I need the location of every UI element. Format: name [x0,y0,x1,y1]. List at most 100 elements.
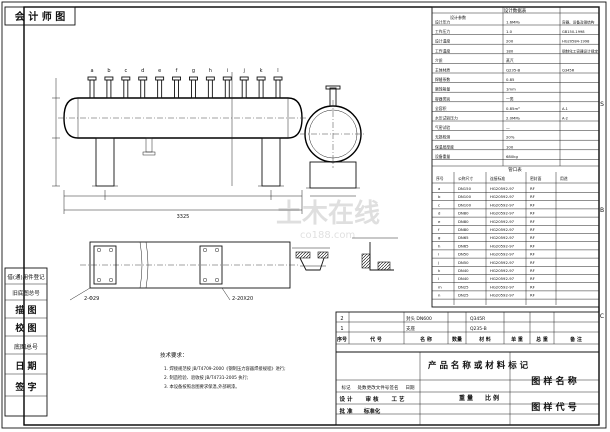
revision-label: 处数 [358,384,367,391]
nozzle-size: DN25 [458,284,469,289]
nozzle-face: RF [530,276,535,281]
nozzle-col-header: 公称尺寸 [458,176,473,181]
param-label: 气密试验 [435,125,450,130]
param-label: 焊缝系数 [435,77,450,82]
nozzle-col-header: 用途 [560,176,568,181]
param-spec: A-1 [562,107,568,111]
note-1: 1. 焊接规范按 JB/T4709-2000《钢制压力容器焊接规程》进行; [164,365,286,372]
nozzle-size: DN25 [458,293,469,298]
bom-row2-name: 封头 DN600 [406,315,432,322]
param-value: 1.6MPa [506,20,520,25]
nozzle-std: HG20592-97 [490,194,515,199]
nozzle-letter-a: a [90,68,93,74]
nozzle-std: HG20592-97 [490,260,515,265]
bom-row1-name: 支座 [406,325,415,332]
nozzle-size: DN50 [458,260,469,265]
param-spec: HG20584-1998 [562,40,590,44]
note-2: 2. 制造检验、验收按 JB/T4731-2005 执行; [164,374,248,381]
nozzle-face: RF [530,186,535,191]
nozzle-std: HG20592-97 [490,202,515,207]
nozzle-k: k [256,68,266,99]
nozzle-id: n [438,293,441,298]
signature-label: 设 计 [340,395,353,403]
nozzle-size: DN100 [458,194,472,199]
left-label-0: 借(通)用件登记 [7,273,45,281]
bom-header: 材 料 [479,336,491,343]
nozzle-b: b [104,68,114,99]
left-label-3: 校 图 [15,322,36,334]
param-value: 1.0 [506,29,513,34]
nozzle-size: DN40 [458,276,469,281]
scale-label: 比 例 [485,394,499,402]
nozzle-face: RF [530,268,535,273]
drawing-code-label: 图 样 代 号 [531,401,576,413]
param-label: 水压试验压力 [435,116,458,121]
nozzle-j: j [239,68,249,99]
dim-total: 3325 [177,214,190,220]
param-label: 设备重量 [435,154,450,159]
param-spec: GB150-1998 [562,30,585,34]
nozzle-std: HG20592-97 [490,243,515,248]
nozzle-std: HG20592-97 [490,186,515,191]
bom-header: 序号 [336,336,347,343]
param-label: 工作温度 [435,48,450,53]
nozzle-id: k [438,268,441,273]
nozzle-size: DN150 [458,186,472,191]
watermark: 土木在线 co188.com [276,199,380,241]
nozzle-id: i [438,252,439,257]
bom-row1-num: 1 [340,326,343,332]
param-value: 20% [506,135,515,140]
side-table-title: 设计数据表 [504,7,527,14]
nozzle-id: j [437,260,439,265]
left-label-5: 日 期 [15,360,36,372]
nozzle-letter-e: e [158,68,161,74]
nozzle-face: RF [530,194,535,199]
nozzle-std: HG20592-97 [490,293,515,298]
bom-header: 总 重 [536,336,548,343]
nozzle-e: e [155,68,165,99]
left-label-1: 旧底图总号 [12,289,40,297]
nozzle-id: m [438,284,442,289]
param-spec: A-2 [562,117,568,121]
nozzle-size: DN80 [458,211,469,216]
nozzle-i: i [222,68,232,99]
param-label: 全容积 [435,106,447,111]
revision-label: 更改文件号 [367,384,390,391]
param-value: 180 [506,48,514,53]
left-strip: 借(通)用件登记 旧底图总号 描 图 校 图 底图总号 日 期 签 字 [4,267,48,417]
param-value: 200 [506,39,514,44]
nozzle-letter-i: i [227,68,228,74]
side-view [300,85,366,197]
nozzle-size: DN40 [458,268,469,273]
bom-header: 备 注 [569,336,582,343]
nozzle-letter-j: j [242,68,244,74]
nozzle-col-header: 序号 [436,176,444,181]
note-3: 3. 本设备按照总图要求保温,外部刷漆。 [164,383,240,390]
side-table-header: 设计参数 [450,14,466,20]
param-label: 设计压力 [435,20,450,25]
topleft-title-box [4,6,76,26]
bom-headers: 序号代 号名 称数量材 料单 重总 重备 注 [336,336,582,343]
bom-header: 代 号 [369,336,382,343]
frame-letter-c: C [600,313,604,320]
nozzle-g: g [189,68,198,99]
param-label: 设计温度 [435,39,450,44]
nozzle-c: c [121,68,131,99]
nozzle-size: DN80 [458,227,469,232]
nozzle-std: HG20592-97 [490,268,515,273]
nozzle-col-header: 连接标准 [490,176,505,181]
param-value: 一类 [506,96,514,101]
nozzle-std: HG20592-97 [490,276,515,281]
nozzle-id: a [438,186,440,191]
param-value: 2.0MPa [506,116,520,121]
left-label-6: 签 字 [14,381,36,393]
param-value: 680kg [506,154,518,159]
nozzle-face: RF [530,243,535,248]
nozzle-f: f [172,68,181,99]
nozzle-letter-g: g [192,68,195,74]
param-label: 容器类别 [435,96,450,101]
param-spec: 钢制化工容器设计规定 [562,48,598,53]
nozzle-d: d [138,68,148,99]
